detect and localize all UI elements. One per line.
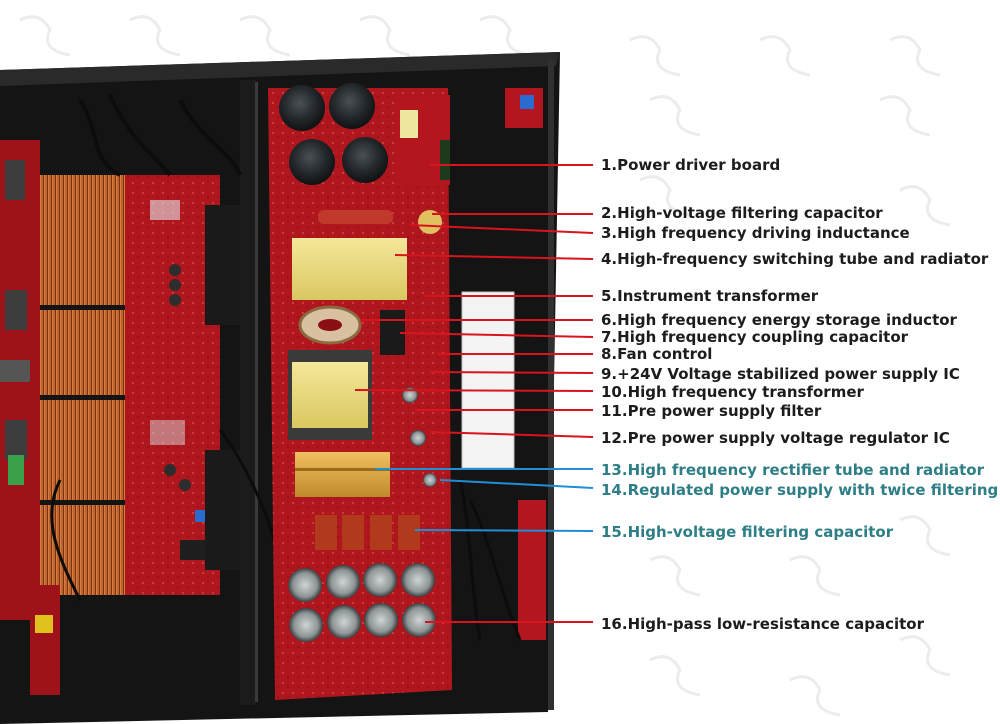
callout-label: 10.High frequency transformer [601, 383, 864, 401]
leader-line-12 [429, 431, 594, 438]
callout-label: 16.High-pass low-resistance capacitor [601, 615, 924, 633]
watermark-pattern [19, 15, 951, 717]
leader-line-4 [394, 254, 594, 260]
callout-label: 7.High frequency coupling capacitor [601, 328, 909, 346]
leader-line-9 [429, 371, 594, 374]
callout-label: 4.High-frequency switching tube and radi… [601, 250, 989, 268]
amplifier-channel-section [0, 94, 282, 695]
power-supply-board [268, 83, 452, 700]
callout-label: 8.Fan control [601, 345, 713, 363]
leader-line-14 [439, 479, 594, 489]
callout-leader-lines [354, 164, 594, 623]
leader-line-3 [409, 224, 594, 234]
callout-label: 12.Pre power supply voltage regulator IC [601, 429, 950, 447]
callout-label: 1.Power driver board [601, 156, 781, 174]
callout-label: 9.+24V Voltage stabilized power supply I… [601, 365, 960, 383]
callout-label: 3.High frequency driving inductance [601, 224, 910, 242]
chassis-right-components [458, 88, 546, 641]
callout-label: 11.Pre power supply filter [601, 402, 822, 420]
callout-label: 15.High-voltage filtering capacitor [601, 523, 894, 541]
callout-label: 2.High-voltage filtering capacitor [601, 204, 883, 222]
callout-label: 14.Regulated power supply with twice fil… [601, 481, 999, 499]
leader-line-7 [399, 332, 594, 338]
callout-label: 5.Instrument transformer [601, 287, 819, 305]
callout-label: 13.High frequency rectifier tube and rad… [601, 461, 984, 479]
callout-label: 6.High frequency energy storage inductor [601, 311, 957, 329]
leader-line-10 [354, 389, 594, 392]
leader-line-15 [414, 529, 594, 532]
